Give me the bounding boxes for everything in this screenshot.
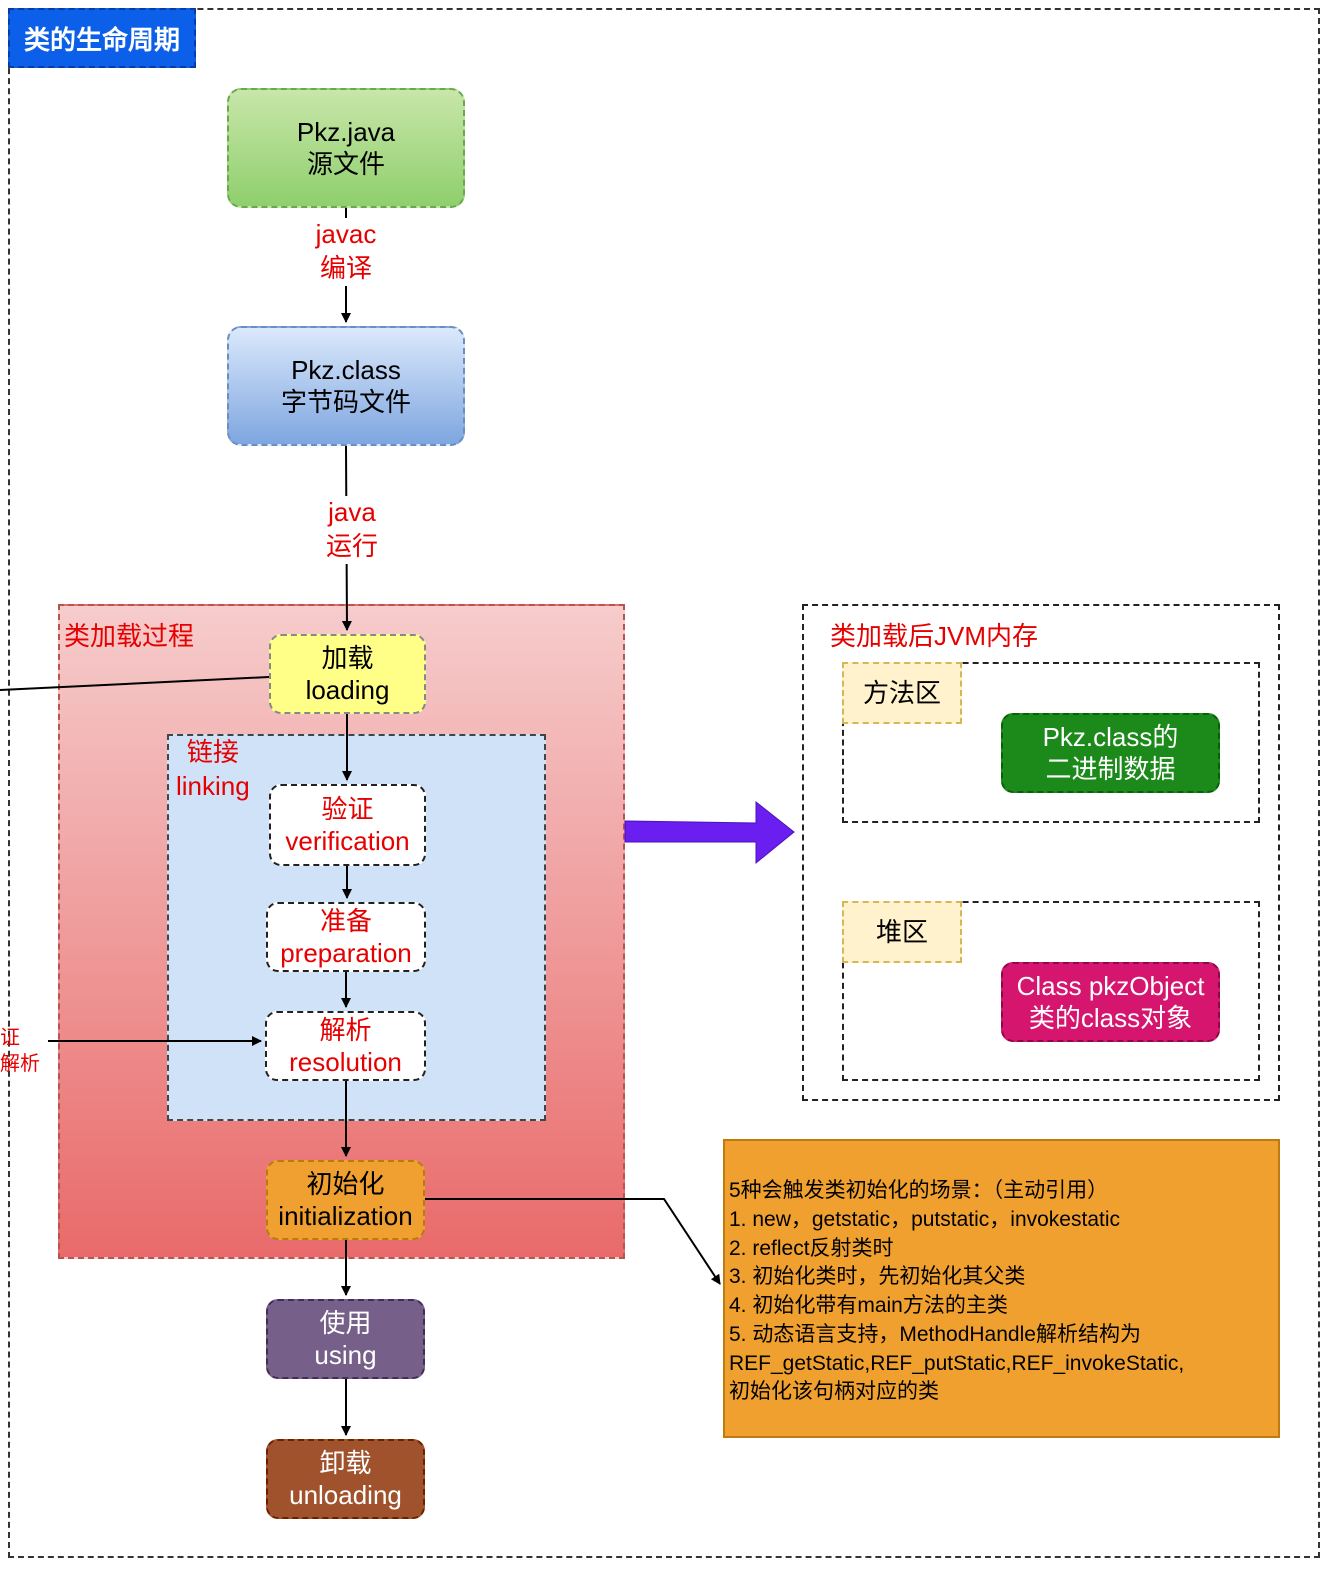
- init-scenarios-note: 5种会触发类初始化的场景：（主动引用） 1. new，getstatic，put…: [723, 1139, 1280, 1438]
- edge-initialization-to-scenarios: [425, 1198, 721, 1285]
- cut-off-edge-label: 证 解析: [0, 1027, 40, 1075]
- node-preparation[interactable]: 准备 preparation: [266, 902, 426, 972]
- scenario-line: 1. new，getstatic，putstatic，invokestatic: [729, 1207, 1121, 1231]
- scenario-line: 2. reflect反射类时: [729, 1236, 894, 1260]
- scenario-line: 3. 初始化类时，先初始化其父类: [729, 1265, 1026, 1289]
- jvm-memory-label: 类加载后JVM内存: [830, 621, 1039, 651]
- outer-frame: [8, 8, 1320, 1558]
- edge-label-compile: javac 编译: [306, 218, 386, 286]
- node-source-file[interactable]: Pkz.java 源文件: [227, 88, 465, 208]
- edge-loading-offscreen: [0, 676, 270, 691]
- heap-area-label: 堆区: [842, 901, 962, 963]
- node-unloading[interactable]: 卸载 unloading: [266, 1439, 425, 1519]
- node-class-object[interactable]: Class pkzObject 类的class对象: [1001, 962, 1220, 1042]
- scenario-line: 4. 初始化带有main方法的主类: [729, 1294, 1008, 1318]
- big-arrow-to-memory: [624, 800, 795, 865]
- node-verification[interactable]: 验证 verification: [269, 784, 426, 866]
- edge-label-run: java 运行: [312, 496, 392, 564]
- method-area-label: 方法区: [842, 662, 962, 724]
- scenario-line: 5. 动态语言支持，MethodHandle解析结构为: [729, 1322, 1141, 1346]
- node-resolution[interactable]: 解析 resolution: [265, 1011, 426, 1081]
- node-bytecode-file[interactable]: Pkz.class 字节码文件: [227, 326, 465, 446]
- node-binary-data[interactable]: Pkz.class的 二进制数据: [1001, 713, 1220, 793]
- scenario-line: 初始化该句柄对应的类: [729, 1380, 939, 1404]
- scenario-line: REF_getStatic,REF_putStatic,REF_invokeSt…: [729, 1351, 1185, 1375]
- diagram-title: 类的生命周期: [8, 8, 196, 68]
- node-initialization[interactable]: 初始化 initialization: [266, 1160, 425, 1240]
- node-loading[interactable]: 加载 loading: [269, 634, 426, 714]
- node-using[interactable]: 使用 using: [266, 1299, 425, 1379]
- class-loading-group-label: 类加载过程: [64, 621, 195, 651]
- linking-group-label: 链接 linking: [176, 737, 250, 801]
- scenario-line: 5种会触发类初始化的场景：（主动引用）: [729, 1179, 1109, 1202]
